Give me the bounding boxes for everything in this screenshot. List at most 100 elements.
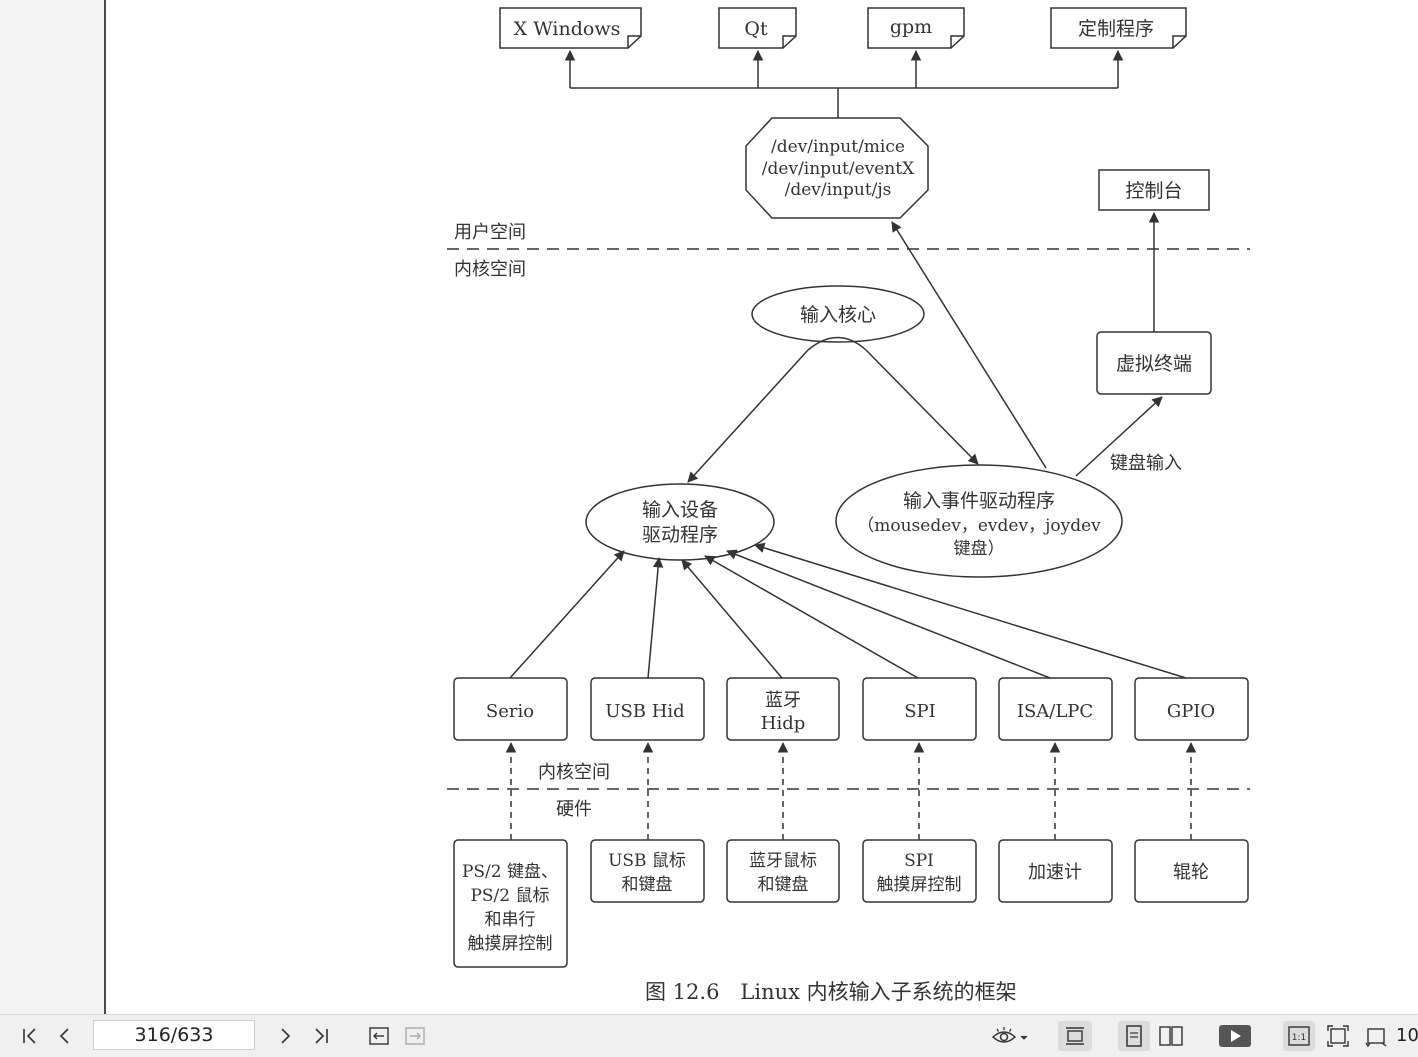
dev-nodes-octagon: /dev/input/mice /dev/input/eventX /dev/i… bbox=[745, 117, 929, 219]
input-core-node: 输入核心 bbox=[751, 285, 925, 343]
user-space-label: 用户空间 bbox=[454, 222, 526, 243]
bus-arrows bbox=[509, 542, 1187, 679]
event-driver-label-3: 键盘） bbox=[954, 539, 1005, 559]
two-page-icon bbox=[1159, 1026, 1183, 1046]
last-page-button[interactable] bbox=[306, 1021, 336, 1051]
back-button[interactable] bbox=[364, 1021, 394, 1051]
core-arrows bbox=[687, 221, 1163, 483]
page-number-input[interactable] bbox=[93, 1020, 255, 1050]
two-page-button[interactable] bbox=[1155, 1021, 1187, 1051]
bus-driver-serio: Serio bbox=[453, 677, 568, 741]
first-page-button[interactable] bbox=[15, 1021, 45, 1051]
app-label-xwindows: X Windows bbox=[514, 18, 621, 40]
eye-icon bbox=[991, 1027, 1028, 1043]
console-box: 控制台 bbox=[1098, 169, 1210, 211]
forward-icon bbox=[405, 1027, 425, 1045]
dev-node-js: /dev/input/js bbox=[785, 180, 892, 200]
app-label-gpm: gpm bbox=[890, 16, 932, 38]
hw-wheel-label: 辊轮 bbox=[1173, 862, 1209, 883]
hw-bt-line-1: 蓝牙鼠标 bbox=[749, 851, 817, 871]
dev-node-event: /dev/input/eventX bbox=[762, 159, 915, 179]
hw-usb-line-2: 和键盘 bbox=[622, 875, 673, 895]
forward-button[interactable] bbox=[400, 1021, 430, 1051]
figure-caption: 图 12.6 Linux 内核输入子系统的框架 bbox=[645, 980, 1017, 1004]
input-subsystem-diagram: X Windows Qt gpm 定制程序 / bbox=[447, 7, 1250, 968]
document-page: X Windows Qt gpm 定制程序 / bbox=[106, 0, 1418, 1014]
dev-node-mice: /dev/input/mice bbox=[771, 137, 905, 157]
virtual-terminal-label: 虚拟终端 bbox=[1116, 353, 1192, 375]
device-driver-node: 输入设备 驱动程序 bbox=[585, 483, 775, 561]
app-box-xwindows: X Windows bbox=[499, 7, 642, 49]
fit-page-button[interactable] bbox=[1322, 1021, 1354, 1051]
bus-driver-isalpc: ISA/LPC bbox=[998, 677, 1113, 741]
console-label: 控制台 bbox=[1125, 180, 1182, 202]
slideshow-button[interactable] bbox=[1216, 1021, 1254, 1051]
event-driver-label-2: （mousedev，evdev，joydev bbox=[857, 516, 1101, 536]
app-box-qt: Qt bbox=[718, 7, 797, 49]
rotate-button[interactable] bbox=[1360, 1021, 1392, 1051]
bus-label-serio: Serio bbox=[486, 701, 534, 722]
bus-driver-spi: SPI bbox=[862, 677, 977, 741]
fit-page-icon bbox=[1327, 1025, 1349, 1047]
event-driver-node: 输入事件驱动程序 （mousedev，evdev，joydev 键盘） bbox=[835, 464, 1123, 578]
single-page-button[interactable] bbox=[1118, 1021, 1150, 1051]
fit-width-icon bbox=[1066, 1027, 1084, 1045]
view-mode-dropdown[interactable] bbox=[988, 1021, 1032, 1051]
hardware-arrows bbox=[505, 741, 1197, 840]
hw-device-ps2: PS/2 键盘、 PS/2 鼠标 和串行 触摸屏控制 bbox=[453, 839, 568, 968]
app-connectors bbox=[564, 49, 1124, 118]
hw-spi-line-1: SPI bbox=[904, 851, 934, 871]
bus-label-usbhid: USB Hid bbox=[605, 701, 684, 722]
slideshow-icon bbox=[1219, 1025, 1251, 1047]
bus-label-spi: SPI bbox=[904, 701, 936, 722]
hw-device-spi: SPI 触摸屏控制 bbox=[862, 839, 977, 903]
svg-text:1:1: 1:1 bbox=[1292, 1033, 1306, 1043]
virtual-terminal-box: 虚拟终端 bbox=[1096, 331, 1212, 395]
app-label-qt: Qt bbox=[744, 18, 768, 40]
hw-ps2-line-1: PS/2 键盘、 bbox=[462, 862, 558, 882]
keyboard-input-label: 键盘输入 bbox=[1110, 453, 1182, 474]
bus-label-isalpc: ISA/LPC bbox=[1017, 701, 1093, 722]
device-driver-label-1: 输入设备 bbox=[642, 499, 718, 521]
app-box-custom: 定制程序 bbox=[1050, 7, 1187, 49]
hw-device-usb: USB 鼠标 和键盘 bbox=[590, 839, 705, 903]
prev-page-button[interactable] bbox=[50, 1021, 80, 1051]
bus-driver-bluetooth: 蓝牙 Hidp bbox=[726, 677, 840, 741]
prev-page-icon bbox=[59, 1028, 69, 1044]
hw-device-bluetooth: 蓝牙鼠标 和键盘 bbox=[726, 839, 840, 903]
kernel-space-label: 内核空间 bbox=[454, 259, 526, 280]
hw-spi-line-2: 触摸屏控制 bbox=[877, 875, 962, 895]
app-label-custom: 定制程序 bbox=[1078, 18, 1154, 40]
next-page-icon bbox=[281, 1028, 291, 1044]
last-page-icon bbox=[315, 1028, 328, 1044]
actual-size-button[interactable]: 1:1 bbox=[1283, 1021, 1315, 1051]
bus-label-bluetooth-2: Hidp bbox=[761, 713, 806, 734]
hw-device-accelerometer: 加速计 bbox=[998, 839, 1113, 903]
hw-bt-line-2: 和键盘 bbox=[758, 875, 809, 895]
bus-label-gpio: GPIO bbox=[1167, 701, 1215, 722]
document-left-margin bbox=[0, 0, 106, 1014]
kernel-space-lower-label: 内核空间 bbox=[538, 762, 610, 783]
app-box-gpm: gpm bbox=[867, 7, 965, 49]
next-page-button[interactable] bbox=[270, 1021, 300, 1051]
first-page-icon bbox=[23, 1028, 36, 1044]
hardware-label: 硬件 bbox=[556, 799, 592, 820]
event-driver-label-1: 输入事件驱动程序 bbox=[903, 490, 1055, 512]
input-core-label: 输入核心 bbox=[800, 304, 876, 326]
zoom-level-text[interactable]: 10 bbox=[1396, 1025, 1418, 1046]
single-page-icon bbox=[1126, 1025, 1142, 1047]
bus-driver-gpio: GPIO bbox=[1134, 677, 1249, 741]
rotate-icon bbox=[1365, 1028, 1387, 1048]
actual-size-icon: 1:1 bbox=[1288, 1026, 1310, 1046]
hw-ps2-line-3: 和串行 bbox=[485, 910, 536, 930]
hw-ps2-line-2: PS/2 鼠标 bbox=[470, 886, 549, 906]
device-driver-label-2: 驱动程序 bbox=[642, 524, 718, 546]
bus-driver-usbhid: USB Hid bbox=[590, 677, 705, 741]
hw-device-wheel: 辊轮 bbox=[1134, 839, 1249, 903]
continuous-scroll-button[interactable] bbox=[1058, 1021, 1092, 1051]
back-icon bbox=[369, 1027, 389, 1045]
hw-usb-line-1: USB 鼠标 bbox=[608, 851, 686, 871]
hw-accel-label: 加速计 bbox=[1028, 862, 1082, 883]
bus-label-bluetooth-1: 蓝牙 bbox=[765, 690, 801, 711]
hw-ps2-line-4: 触摸屏控制 bbox=[468, 934, 553, 954]
